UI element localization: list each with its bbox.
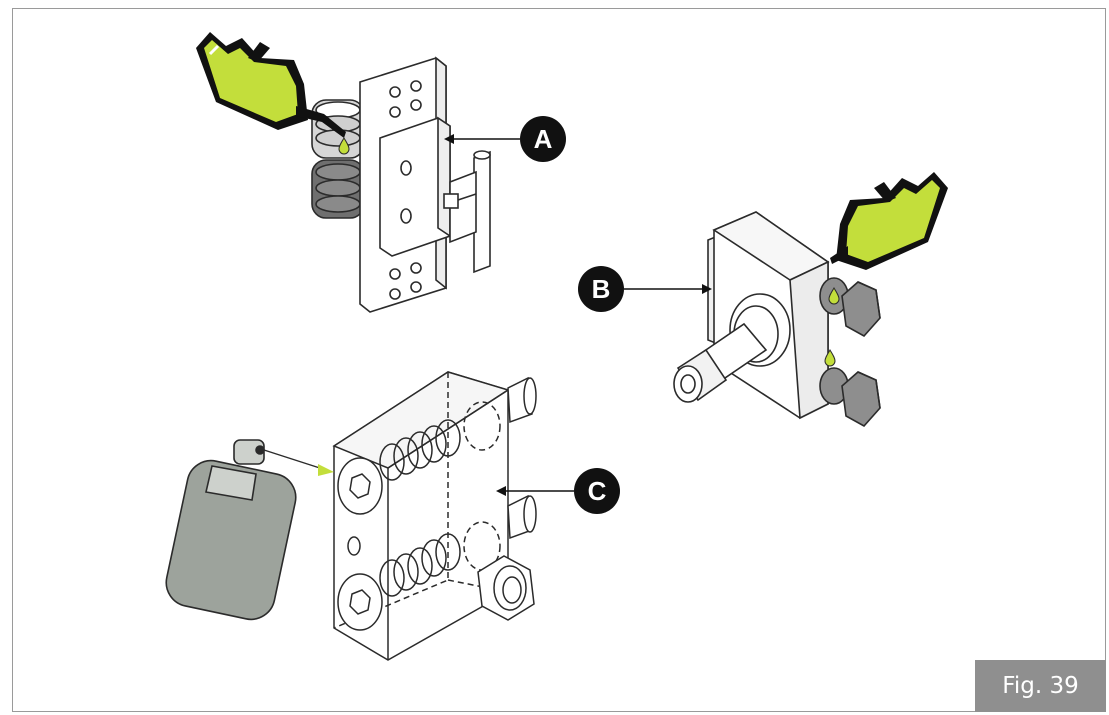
figure-frame: [12, 8, 1106, 712]
adjuster-nut: [477, 555, 535, 621]
spring-upper: [379, 419, 461, 481]
callout-c: C: [574, 468, 620, 514]
figure-label: Fig. 39: [975, 660, 1106, 712]
bolt-lower: [819, 367, 881, 428]
shaft: [673, 293, 791, 403]
oil-can-icon: [830, 172, 948, 270]
component-a-hinge: [311, 56, 491, 313]
spray-line: [263, 449, 327, 471]
spray-mist: [318, 464, 334, 476]
spring-lower: [379, 533, 461, 597]
bolt-upper: [819, 277, 881, 338]
socket-head-lower: [337, 573, 383, 631]
oil-can-icon: [196, 32, 346, 138]
callout-a: A: [520, 116, 566, 162]
callout-b: B: [578, 266, 624, 312]
component-b-block: [673, 211, 881, 428]
spray-can-icon: [165, 439, 297, 621]
socket-head-upper: [337, 457, 383, 515]
component-c-spring-block: [332, 371, 537, 661]
